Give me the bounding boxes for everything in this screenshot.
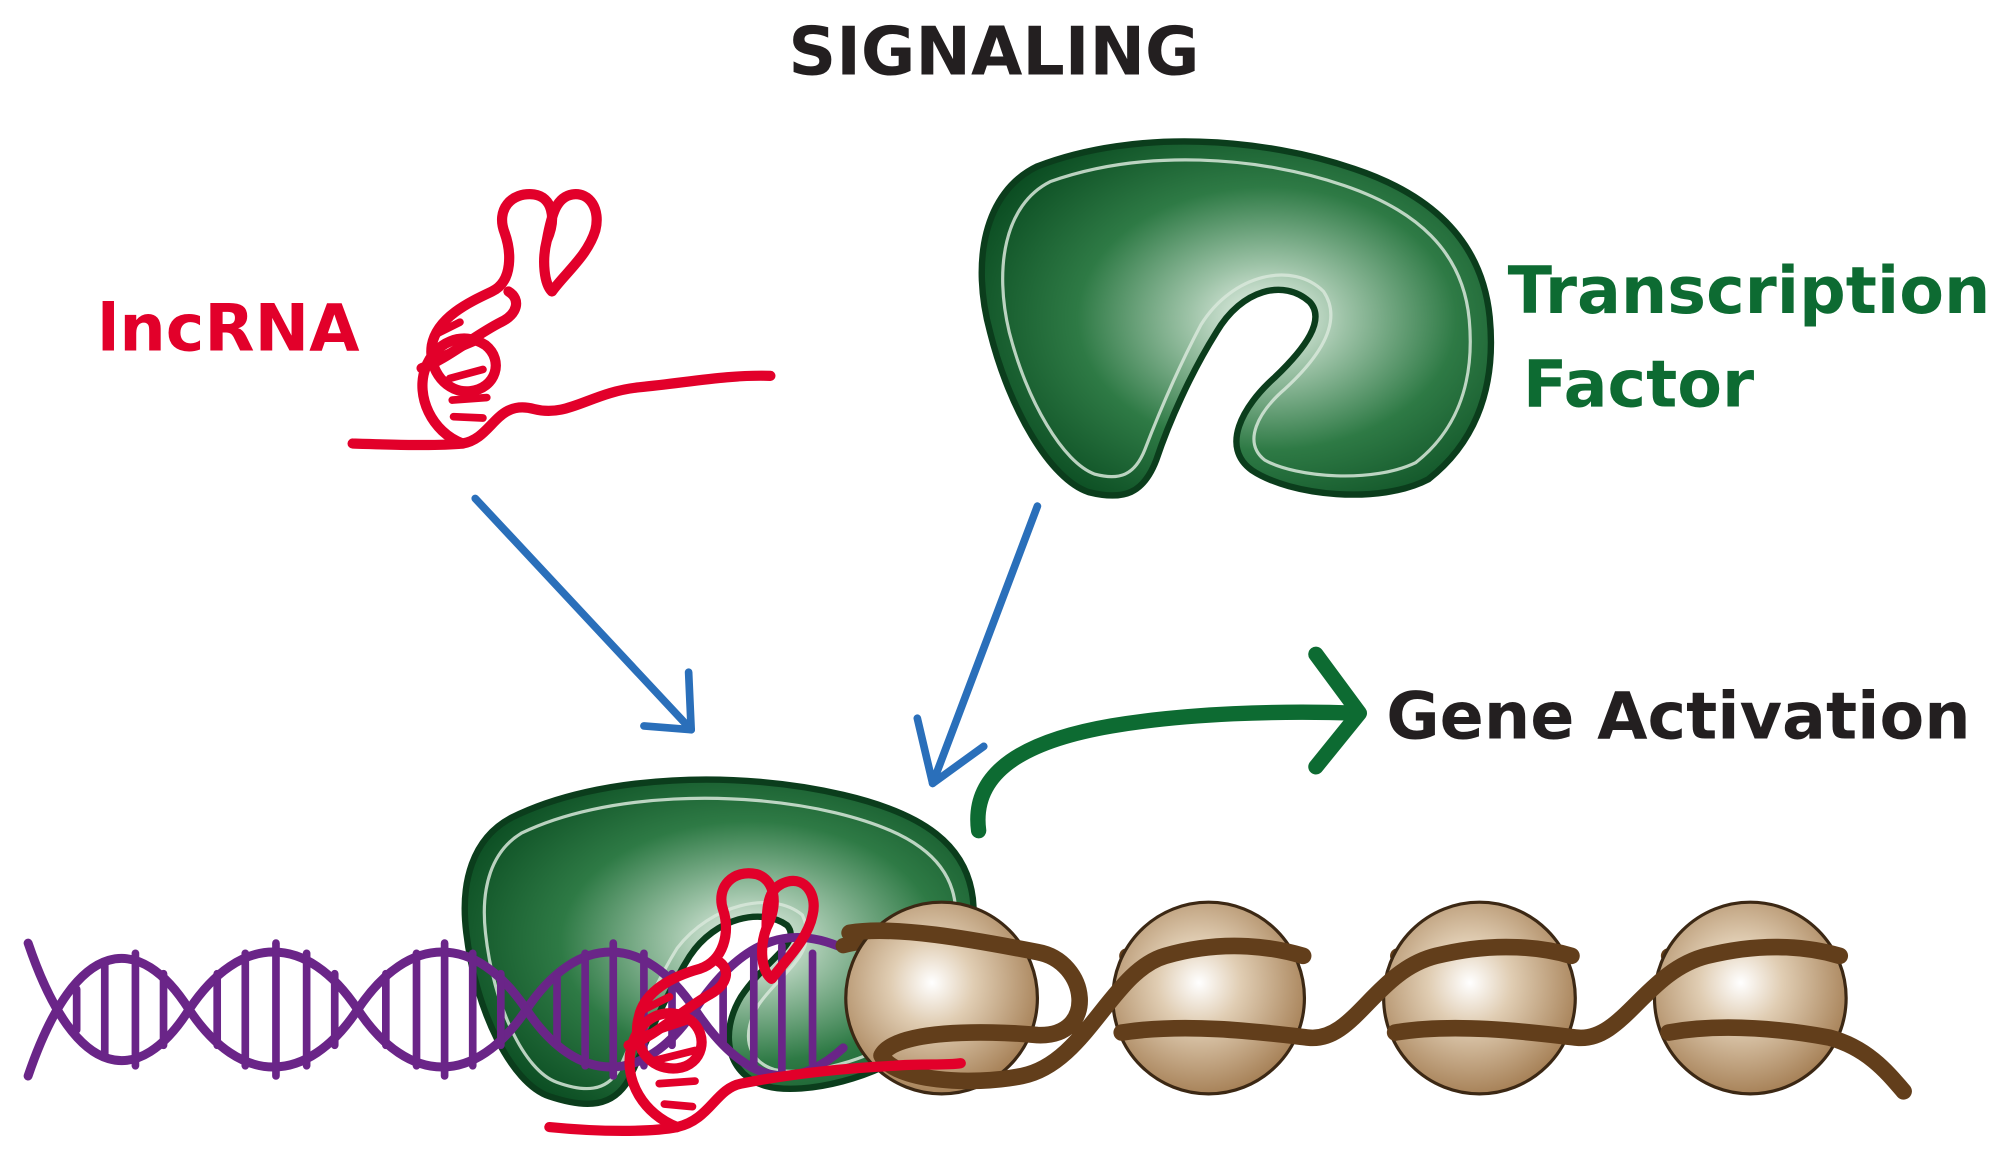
lncrna-bound	[544, 868, 966, 1137]
nucleosome-3	[1382, 900, 1577, 1096]
chromatin-fiber-front	[841, 922, 1912, 1100]
nucleosome-4	[1652, 900, 1848, 1096]
transcription-factor-bound	[461, 776, 977, 1107]
gene-activation-arrow	[970, 646, 1368, 839]
transcription-factor-free	[978, 138, 1495, 499]
transcription-factor-label-line2: Factor	[1523, 347, 1754, 422]
lncrna-label: lncRNA	[97, 291, 360, 366]
nucleosome-2	[1111, 900, 1307, 1096]
lncrna-free	[347, 189, 776, 451]
transcription-factor-label-line1: Transcription	[1508, 254, 1991, 329]
diagram-title: SIGNALING	[788, 12, 1199, 90]
signal-arrow-transcription-factor	[913, 502, 1042, 788]
gene-activation-label: Gene Activation	[1386, 680, 1970, 755]
signal-arrow-lncrna	[471, 494, 696, 734]
